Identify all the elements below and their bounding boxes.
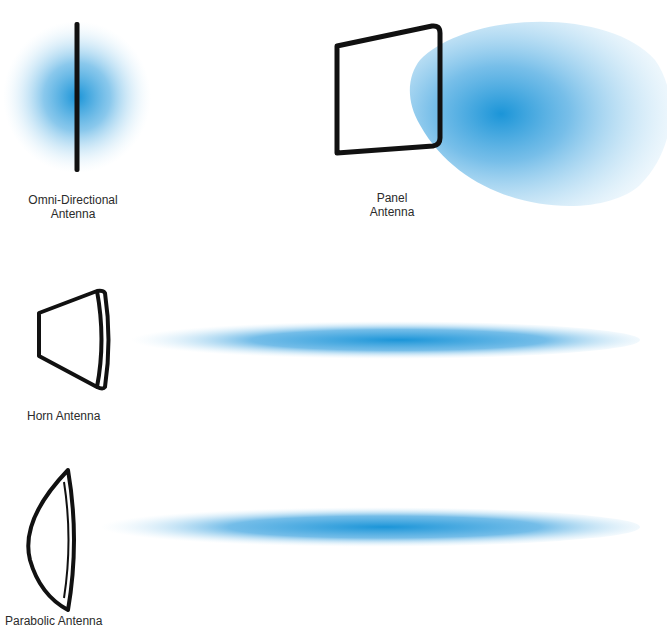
horn-beam <box>104 321 640 359</box>
parabolic-rim <box>64 482 69 598</box>
panel-outline <box>337 26 440 153</box>
antenna-caption: Horn Antenna <box>27 409 227 423</box>
parabolic-dish <box>28 470 74 610</box>
antenna-caption: Omni-Directional Antenna <box>18 193 128 221</box>
panel-pattern <box>410 22 667 206</box>
parabolic-beam <box>72 507 640 547</box>
horn-body <box>39 291 102 387</box>
horn-mouth <box>97 291 109 389</box>
omni-pattern <box>3 21 151 173</box>
antenna-caption: Parabolic Antenna <box>5 614 205 628</box>
omni-rod <box>75 22 80 172</box>
antenna-caption: Panel Antenna <box>357 191 427 219</box>
